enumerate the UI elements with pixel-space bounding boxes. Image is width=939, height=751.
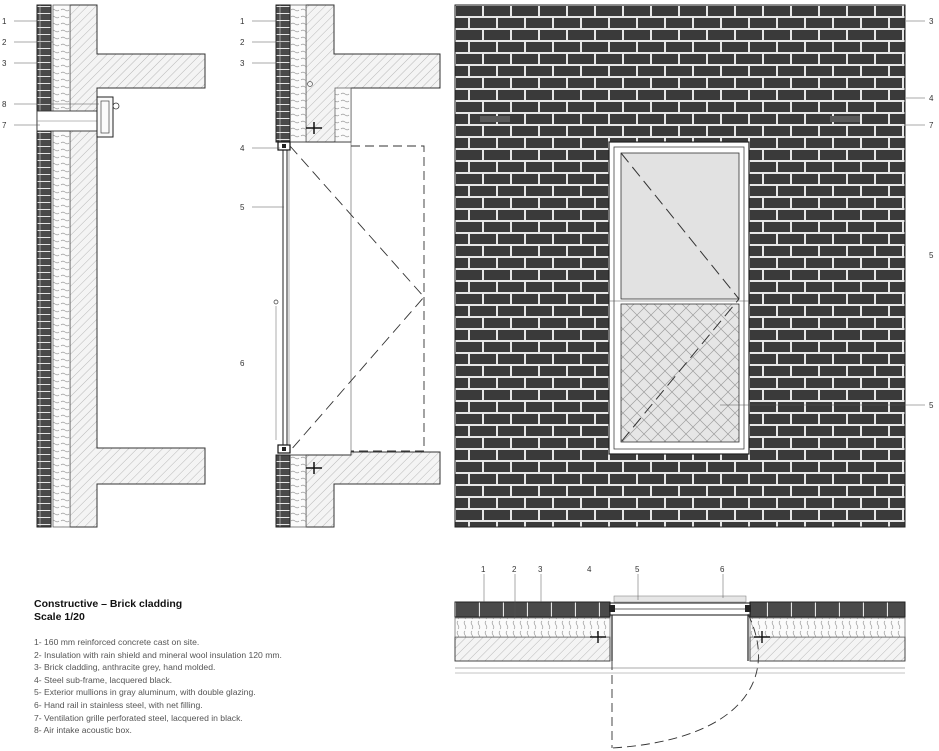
elevation-callout: 4 <box>929 94 934 103</box>
elevation-callout: 3 <box>929 17 934 26</box>
elevation-callout: 7 <box>929 121 934 130</box>
legend-title: Constructive – Brick cladding <box>34 598 183 610</box>
elevation-callout: 5 <box>929 401 934 410</box>
plan-callout: 4 <box>587 565 592 574</box>
section-b-callout: 5 <box>240 203 245 212</box>
legend-scale: Scale 1/20 <box>34 611 85 623</box>
elevation-drawing <box>454 4 925 528</box>
section-b-callout: 3 <box>240 59 245 68</box>
section-a-callout: 1 <box>2 17 7 26</box>
elevation-callout: 5 <box>929 251 934 260</box>
section-b-callout: 2 <box>240 38 245 47</box>
legend-item: 2- Insulation with rain shield and miner… <box>34 649 282 660</box>
plan-callout: 1 <box>481 565 486 574</box>
legend-item: 3- Brick cladding, anthracite grey, hand… <box>34 662 216 673</box>
legend-list: 1- 160 mm reinforced concrete cast on si… <box>34 636 354 737</box>
legend: Constructive – Brick cladding Scale 1/20… <box>34 598 354 737</box>
section-a-callout: 7 <box>2 121 7 130</box>
legend-item: 8- Air intake acoustic box. <box>34 725 132 736</box>
legend-item: 6- Hand rail in stainless steel, with ne… <box>34 699 203 710</box>
section-b-callout: 1 <box>240 17 245 26</box>
plan-callout: 6 <box>720 565 725 574</box>
legend-item: 5- Exterior mullions in gray aluminum, w… <box>34 687 256 698</box>
plan-callout: 3 <box>538 565 543 574</box>
section-a-callout: 2 <box>2 38 7 47</box>
legend-item: 7- Ventilation grille perforated steel, … <box>34 712 243 723</box>
section-a-callout: 3 <box>2 59 7 68</box>
legend-item: 1- 160 mm reinforced concrete cast on si… <box>34 637 200 647</box>
section-b-drawing <box>252 4 441 528</box>
section-b-callout: 4 <box>240 144 245 153</box>
section-a-callout: 8 <box>2 100 7 109</box>
plan-drawing <box>454 574 906 749</box>
section-a-drawing <box>14 4 206 528</box>
plan-callout: 5 <box>635 565 640 574</box>
plan-callout: 2 <box>512 565 517 574</box>
section-b-callout: 6 <box>240 359 245 368</box>
legend-item: 4- Steel sub-frame, lacquered black. <box>34 674 173 685</box>
